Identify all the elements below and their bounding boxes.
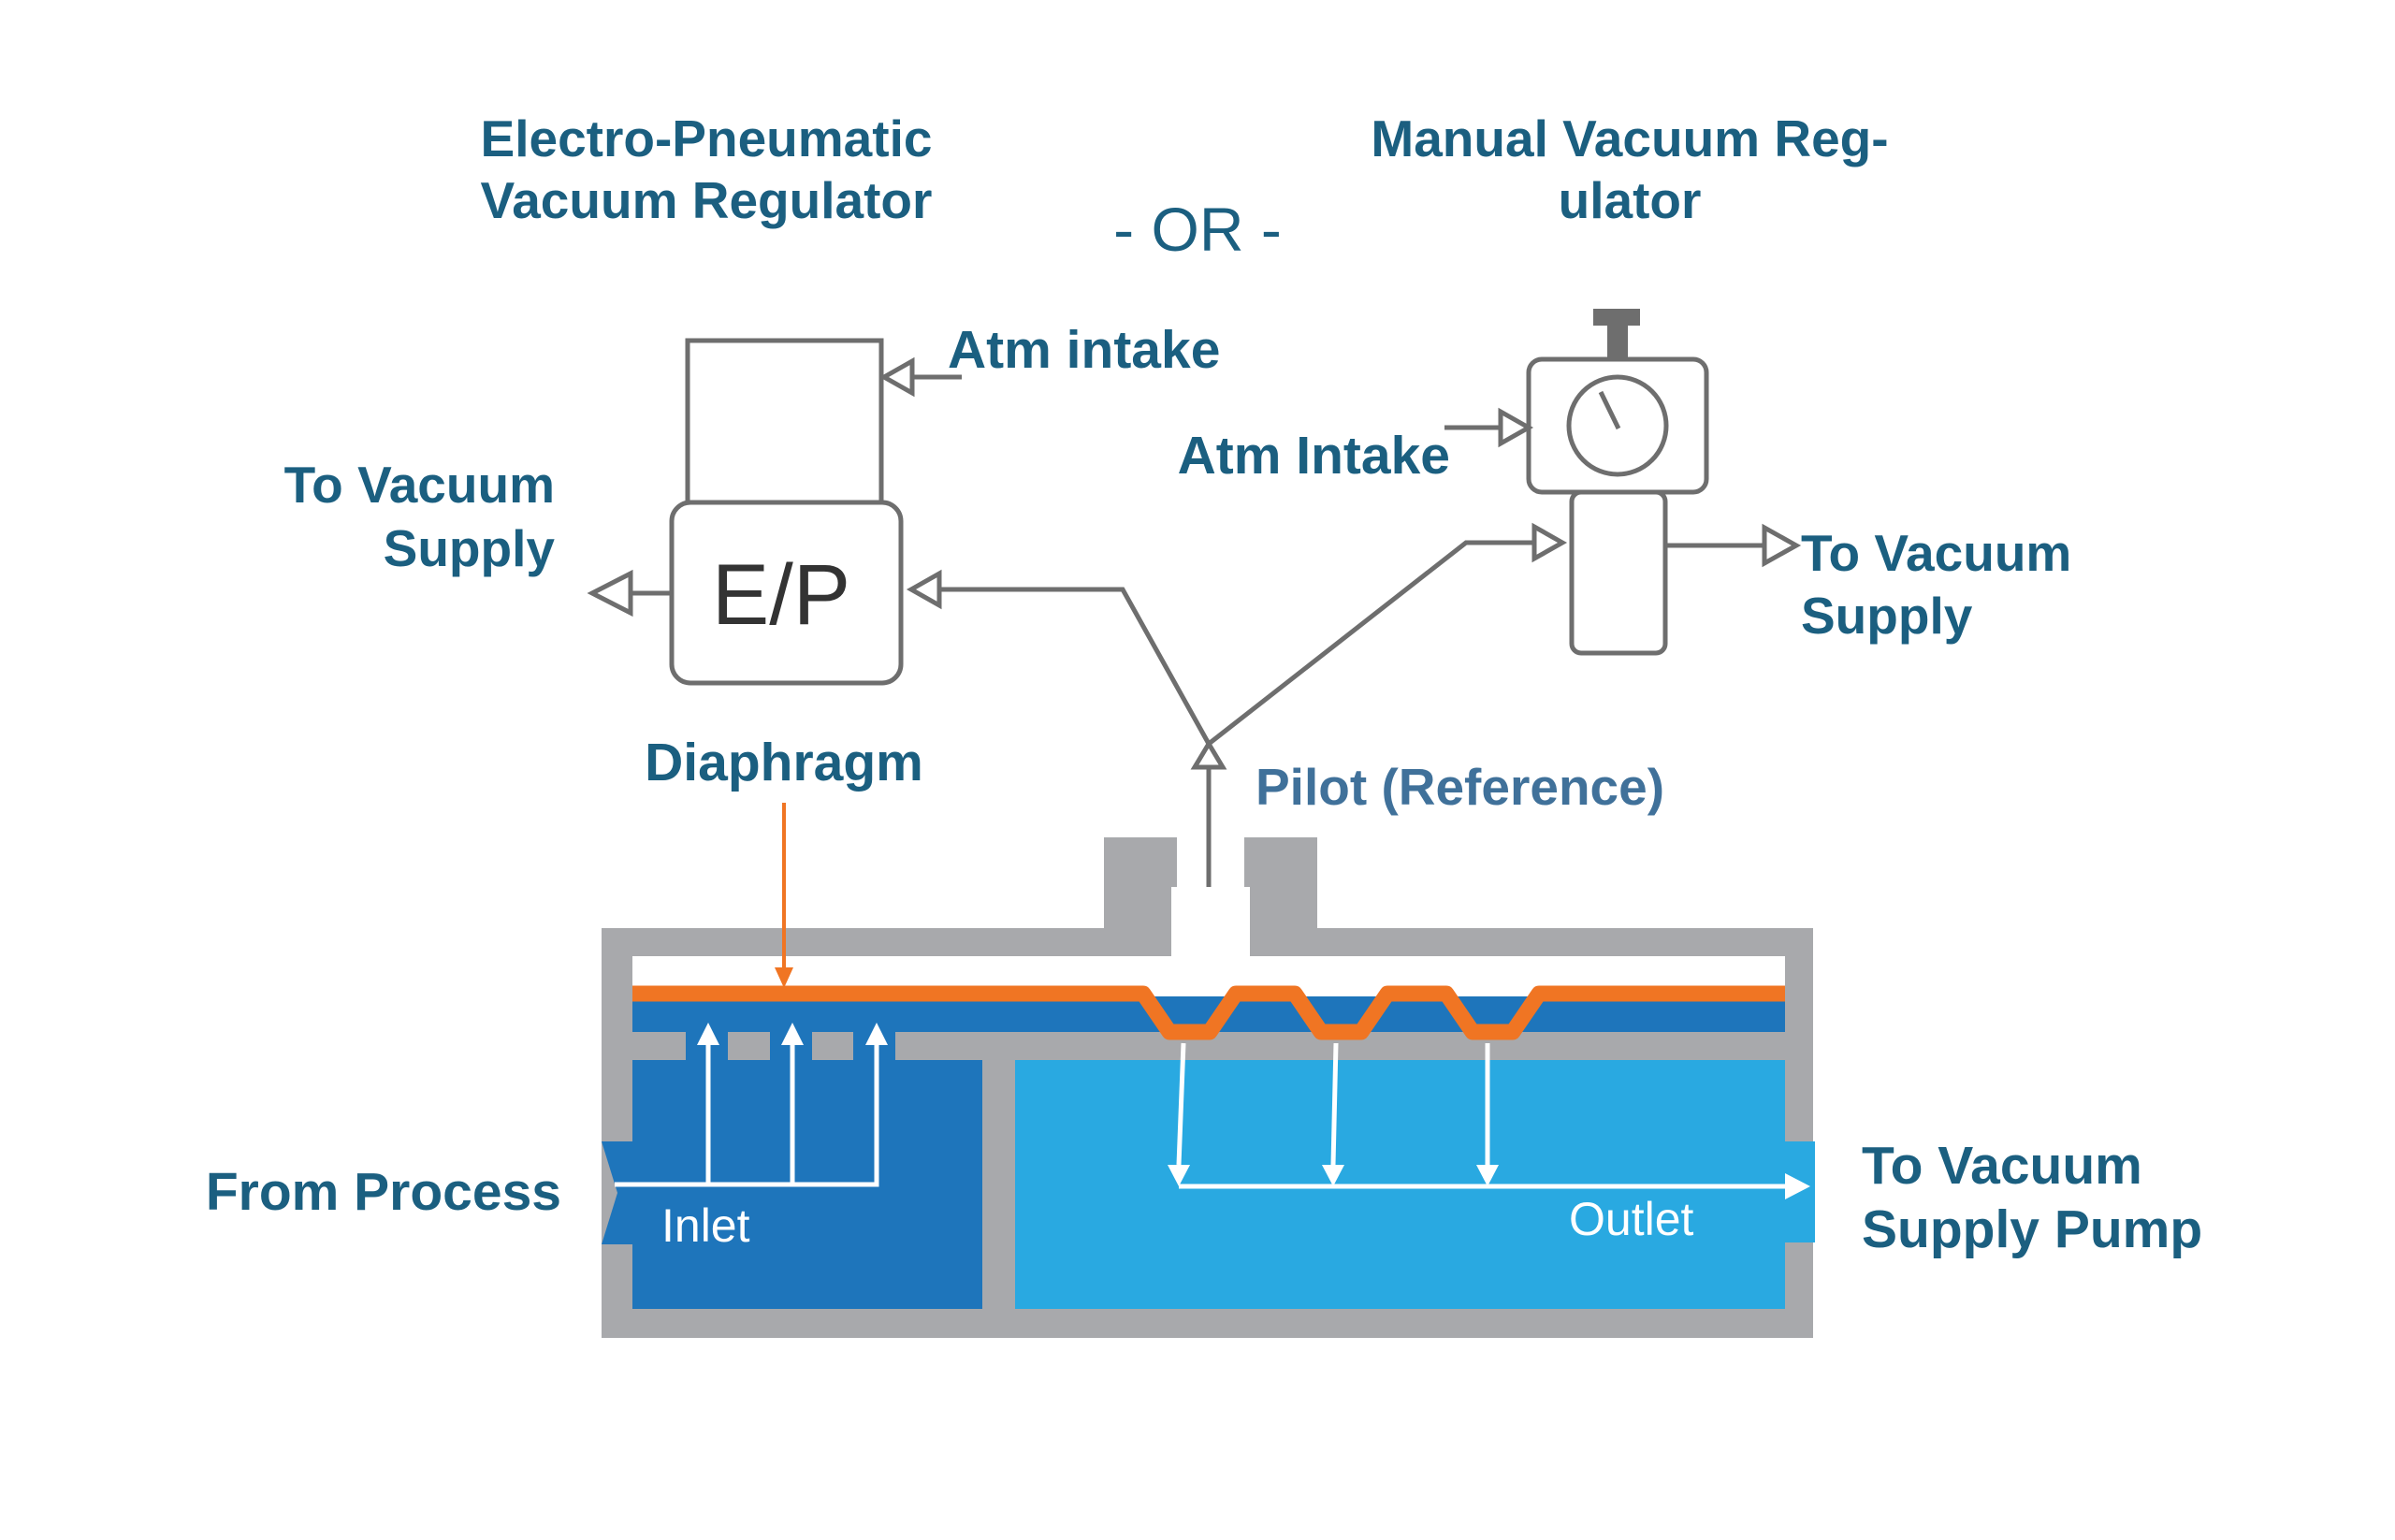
manual-vacuum-out-arrow xyxy=(1665,523,1802,568)
ep-to-vacuum-label-line1: To Vacuum xyxy=(284,456,555,514)
or-separator: - OR - xyxy=(1113,195,1282,264)
ep-upper-housing xyxy=(685,338,884,515)
diaphragm xyxy=(632,985,1785,1040)
inlet-flow-arrows xyxy=(615,1023,888,1187)
ep-to-vacuum-label-line2: Supply xyxy=(384,519,556,577)
diaphragm-pointer-arrowhead xyxy=(775,967,793,988)
outlet-flow-arrows xyxy=(1168,1042,1810,1199)
regulator-knob-cap xyxy=(1593,309,1640,326)
ep-atm-intake-arrow xyxy=(878,356,962,398)
manual-atm-intake-arrow xyxy=(1444,407,1534,448)
manual-to-vacuum-label-line1: To Vacuum xyxy=(1801,524,2071,582)
process-inlet-port xyxy=(602,1141,632,1244)
diaphragm-label: Diaphragm xyxy=(645,733,923,792)
to-vacuum-pump-label-line2: Supply Pump xyxy=(1862,1199,2202,1259)
pilot-line-to-manual xyxy=(1207,522,1568,746)
manual-regulator-title-line2: ulator xyxy=(1559,171,1702,229)
manual-atm-intake-label: Atm Intake xyxy=(1178,426,1450,486)
from-process-label: From Process xyxy=(206,1162,561,1222)
pilot-reference-label: Pilot (Reference) xyxy=(1256,758,1664,816)
ep-box-label: E/P xyxy=(712,547,850,643)
pilot-line-to-ep xyxy=(906,569,1212,746)
regulator-knob-stem xyxy=(1607,326,1628,359)
pilot-line-up xyxy=(1190,739,1227,887)
to-vacuum-pump-label-line1: To Vacuum xyxy=(1862,1136,2142,1196)
gauge-needle xyxy=(1598,390,1621,430)
ep-atm-intake-label: Atm intake xyxy=(948,320,1220,380)
manual-regulator-title-line1: Manual Vacuum Reg- xyxy=(1371,109,1888,167)
ep-vacuum-out-arrow xyxy=(587,569,672,617)
ep-regulator-title-line1: Electro-Pneumatic xyxy=(481,109,933,167)
outlet-label: Outlet xyxy=(1569,1193,1694,1245)
inlet-label: Inlet xyxy=(661,1199,750,1252)
manual-regulator-bowl xyxy=(1569,489,1668,656)
ep-regulator-title-line2: Vacuum Regulator xyxy=(481,171,933,229)
manual-to-vacuum-label-line2: Supply xyxy=(1801,587,1973,645)
